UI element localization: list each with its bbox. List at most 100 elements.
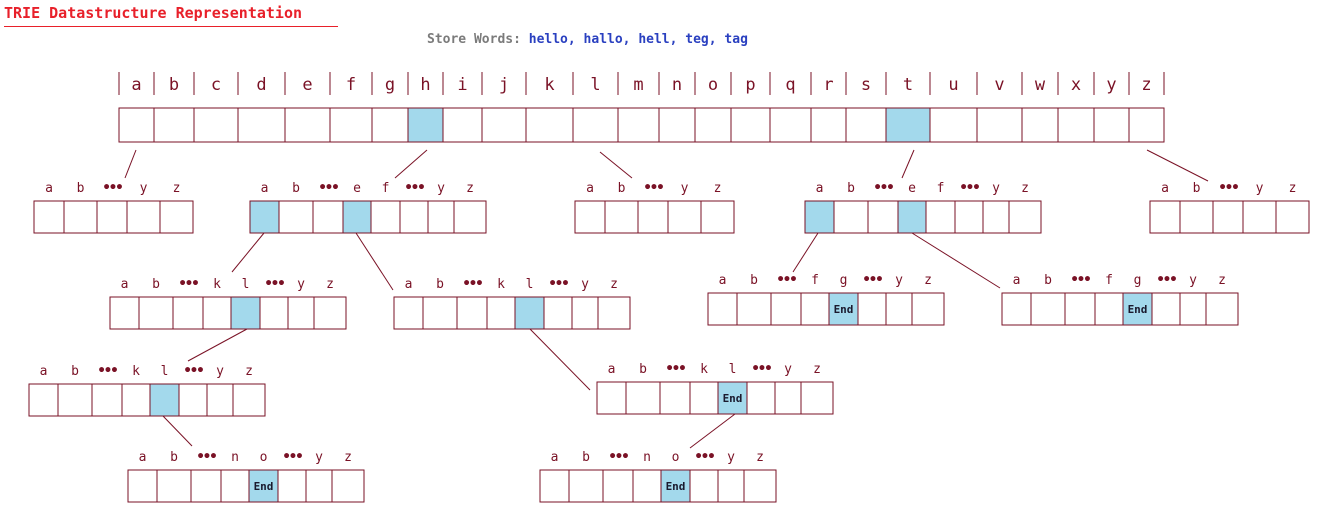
hal-node-label-b: b [71, 364, 79, 379]
hal-node-label-l: l [161, 364, 169, 379]
root-letter-b: b [169, 75, 179, 95]
hel-node-ellipsis: ••• [751, 361, 771, 377]
ha-node-label-a: a [121, 277, 129, 292]
ha-node-cell-5 [259, 296, 289, 330]
hel-connector [529, 328, 591, 391]
hell-connector [689, 413, 736, 449]
root-cell-z [1128, 107, 1165, 143]
hell-node-cell-4 [660, 469, 691, 503]
hall-node-end-marker: End [254, 480, 274, 493]
h-child-label-b: b [292, 181, 300, 196]
root-letter-i: i [457, 75, 467, 95]
z-child-cell-2 [1212, 200, 1244, 234]
z-child-ellipsis: ••• [1218, 180, 1238, 196]
root-cell-w [1021, 107, 1059, 143]
hal-node-ellipsis: ••• [183, 363, 203, 379]
root-letter-w: w [1035, 75, 1046, 95]
root-cell-g [371, 107, 409, 143]
t-child-label-z: z [1021, 181, 1029, 196]
t-child-cell-7 [1008, 200, 1042, 234]
hel-node-cell-0 [596, 381, 627, 415]
he-node-cell-1 [422, 296, 458, 330]
root-letter-l: l [590, 75, 600, 95]
hal-node-cell-5 [178, 383, 208, 417]
te-node-label-a: a [1013, 273, 1021, 288]
hall-node-ellipsis: ••• [282, 449, 302, 465]
te-node-label-g: g [1134, 273, 1142, 288]
ha-node-cell-4 [230, 296, 261, 330]
root-cell-j [481, 107, 527, 143]
root-letter-s: s [861, 75, 871, 95]
root-letter-a: a [131, 75, 141, 95]
te-connector [911, 232, 1001, 289]
hall-node-label-o: o [260, 450, 268, 465]
a-child-cell-0 [33, 200, 65, 234]
ha-node-label-k: k [213, 277, 221, 292]
root-cell-u [929, 107, 978, 143]
he-node-cell-7 [597, 296, 631, 330]
he-node-cell-6 [571, 296, 599, 330]
he-node-cell-5 [543, 296, 573, 330]
hal-node-label-a: a [40, 364, 48, 379]
l-child-label-b: b [618, 181, 626, 196]
hel-node-label-y: y [784, 362, 792, 377]
root-letter-h: h [420, 75, 430, 95]
hel-node-label-k: k [700, 362, 708, 377]
h-child-cell-6 [427, 200, 455, 234]
hall-node-label-z: z [344, 450, 352, 465]
he-node-ellipsis: ••• [548, 276, 568, 292]
ta-node-cell-2 [770, 292, 802, 326]
root-cell-a [118, 107, 155, 143]
te-node-cell-1 [1030, 292, 1066, 326]
t-child-label-b: b [847, 181, 855, 196]
hell-node-label-b: b [582, 450, 590, 465]
ta-node-label-a: a [719, 273, 727, 288]
root-letter-x: x [1071, 75, 1081, 95]
root-letter-d: d [256, 75, 266, 95]
root-letter-m: m [633, 75, 643, 95]
te-node-cell-6 [1179, 292, 1207, 326]
te-node-cell-3 [1094, 292, 1124, 326]
root-letter-n: n [672, 75, 682, 95]
hal-node-cell-0 [28, 383, 59, 417]
te-node-cell-2 [1064, 292, 1096, 326]
z-child-label-z: z [1289, 181, 1297, 196]
t-child-cell-2 [867, 200, 899, 234]
h-child-ellipsis: ••• [318, 180, 338, 196]
hel-node-cell-7 [800, 381, 834, 415]
root-letter-y: y [1106, 75, 1116, 95]
root-letter-c: c [211, 75, 221, 95]
hell-node-label-o: o [672, 450, 680, 465]
root-cell-t [885, 107, 931, 143]
hell-node-cell-7 [743, 469, 777, 503]
ha-node-ellipsis: ••• [178, 276, 198, 292]
ha-connector [231, 232, 265, 273]
hall-node-cell-6 [305, 469, 333, 503]
he-node-label-l: l [526, 277, 534, 292]
a-child-cell-2 [96, 200, 128, 234]
ha-node-cell-2 [172, 296, 204, 330]
t-child-cell-5 [954, 200, 984, 234]
ta-node-end-marker: End [834, 303, 854, 316]
l-connector [599, 151, 633, 179]
ta-node-cell-5 [857, 292, 887, 326]
l-child-label-z: z [714, 181, 722, 196]
root-cell-e [284, 107, 331, 143]
hal-node-cell-6 [206, 383, 234, 417]
hel-node-cell-3 [689, 381, 719, 415]
l-child-label-y: y [681, 181, 689, 196]
root-letter-v: v [994, 75, 1004, 95]
root-cell-s [845, 107, 887, 143]
hel-node-cell-6 [774, 381, 802, 415]
ha-node-cell-7 [313, 296, 347, 330]
root-cell-o [694, 107, 732, 143]
ta-node-label-g: g [840, 273, 848, 288]
root-cell-r [810, 107, 847, 143]
hal-node-cell-4 [149, 383, 180, 417]
hel-node-cell-1 [625, 381, 661, 415]
root-letter-k: k [544, 75, 554, 95]
hell-node-cell-3 [632, 469, 662, 503]
ta-node-label-z: z [924, 273, 932, 288]
root-cell-d [237, 107, 286, 143]
